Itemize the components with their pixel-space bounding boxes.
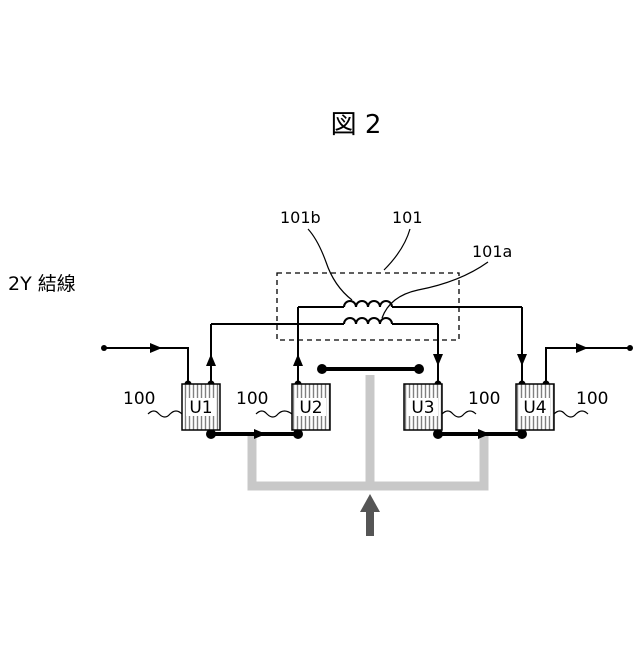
unit-u1-label: U1	[189, 398, 212, 418]
figure-title: 図 2	[331, 110, 382, 140]
unit-u3: U3	[404, 384, 442, 430]
short-bar	[317, 364, 424, 374]
unit-u1-ref: 100	[123, 389, 155, 409]
unit-u4-label: U4	[523, 398, 546, 418]
unit-u3-ref: 100	[468, 389, 500, 409]
unit-u2-label: U2	[299, 398, 322, 418]
coil-101b	[298, 301, 522, 307]
unit-u1: U1	[182, 384, 220, 430]
connection-label: 2Y 結線	[8, 273, 76, 295]
unit-u4: U4	[516, 384, 554, 430]
wiring	[104, 307, 630, 384]
coil-101a	[211, 318, 438, 324]
supply-bus	[252, 375, 484, 486]
feed-arrow	[360, 494, 380, 536]
unit-u2-ref: 100	[236, 389, 268, 409]
transformer-ref: 101	[392, 208, 423, 227]
coil-101a-ref: 101a	[472, 242, 512, 261]
unit-u2: U2	[292, 384, 330, 430]
coil-101b-ref: 101b	[280, 208, 321, 227]
unit-u4-ref: 100	[576, 389, 608, 409]
unit-u3-label: U3	[411, 398, 434, 418]
